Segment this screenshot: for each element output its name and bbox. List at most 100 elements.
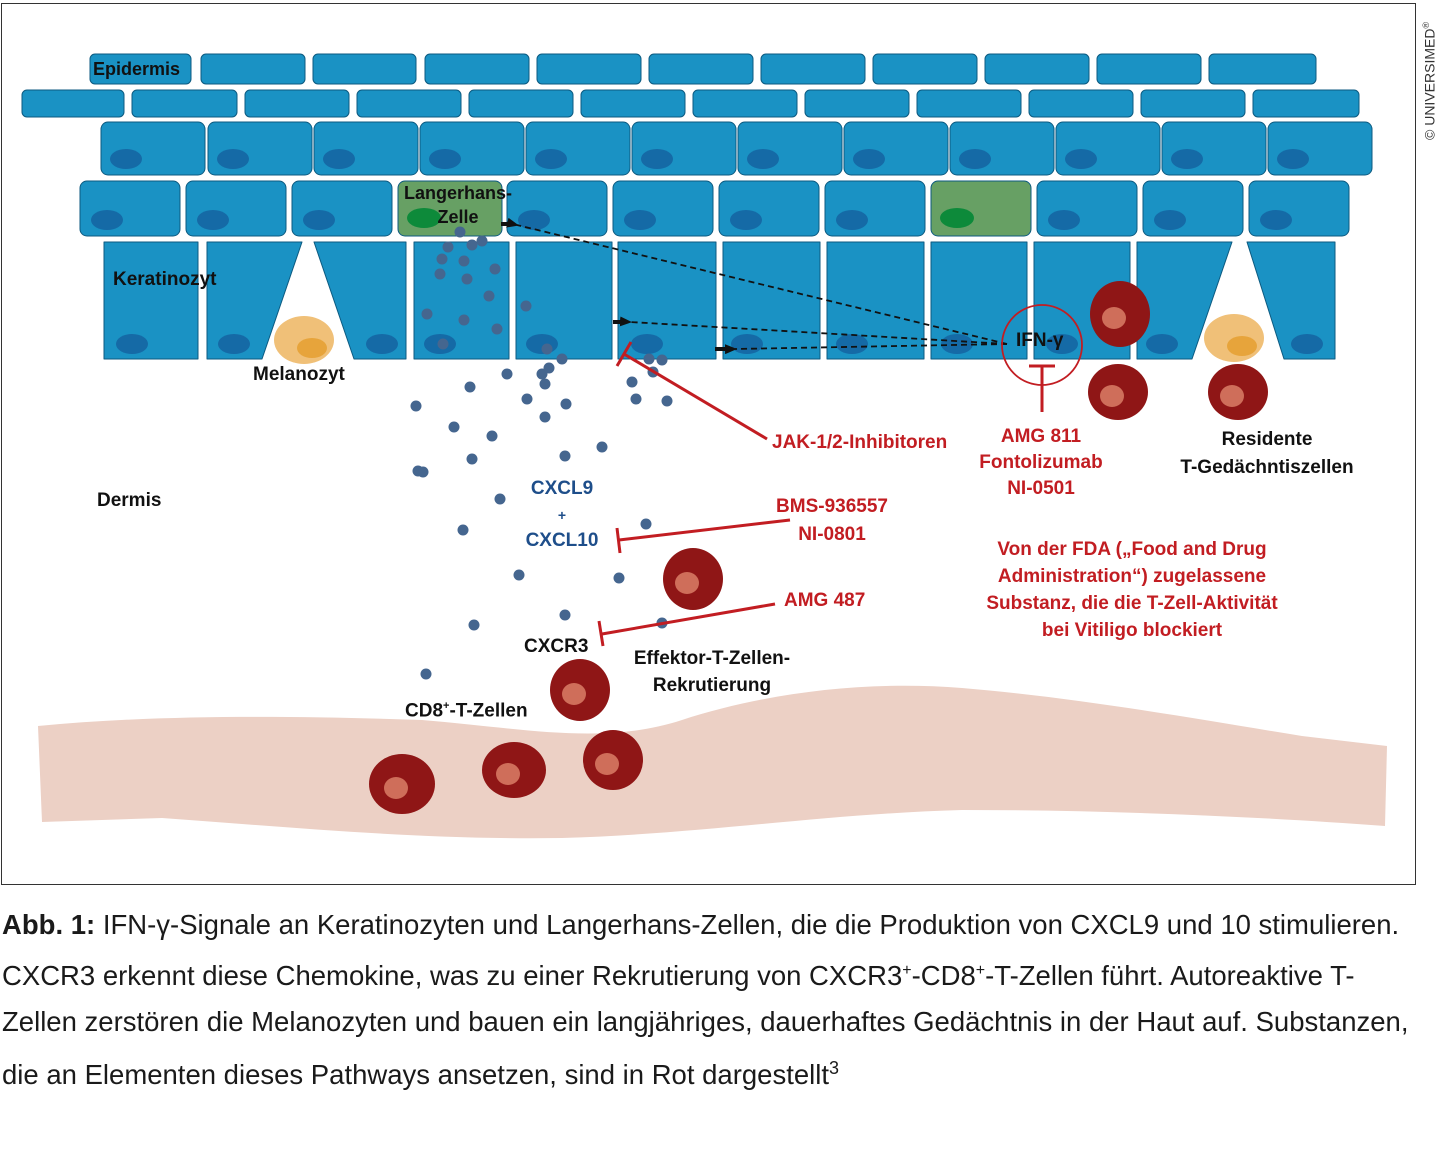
epidermis-cell bbox=[200, 53, 306, 85]
cxcr3-inhibitor-bar bbox=[597, 620, 605, 647]
chemokine-dot bbox=[596, 441, 608, 453]
nucleus bbox=[518, 210, 550, 230]
chemokine-dot bbox=[466, 453, 478, 465]
jak-inhibitor-label: JAK-1/2-Inhibitoren bbox=[772, 432, 948, 453]
nucleus bbox=[1154, 210, 1186, 230]
caption-sup3: 3 bbox=[829, 1058, 840, 1079]
blood-vessel bbox=[38, 685, 1387, 839]
chemokine-dot bbox=[458, 255, 470, 267]
fda-note: Von der FDA („Food and Drug Administrati… bbox=[952, 536, 1312, 644]
nucleus bbox=[853, 149, 885, 169]
ifn-signal-arrow bbox=[506, 217, 1008, 345]
langerhans-label: Langerhans- Zelle bbox=[404, 181, 512, 229]
langerhans-label-line1: Langerhans- bbox=[404, 183, 513, 203]
chemokine-dot bbox=[421, 308, 433, 320]
nucleus bbox=[323, 149, 355, 169]
fontolizumab-label: Fontolizumab bbox=[979, 452, 1103, 473]
t-cell-nucleus bbox=[1102, 307, 1126, 329]
epidermis-cell bbox=[1208, 53, 1317, 85]
nucleus bbox=[959, 149, 991, 169]
melanocyte-nucleus bbox=[1227, 336, 1257, 356]
chemokine-dot bbox=[442, 241, 454, 253]
caption-sup1: + bbox=[902, 962, 912, 979]
cxcr3-label: CXCR3 bbox=[524, 636, 589, 657]
nucleus bbox=[110, 149, 142, 169]
chemokine-dot bbox=[448, 421, 460, 433]
epidermis-label: Epidermis bbox=[93, 59, 181, 79]
keratinocyte-cell bbox=[1036, 180, 1138, 237]
langerhans-nucleus bbox=[940, 208, 974, 228]
cd8-label-pre: CD8 bbox=[405, 700, 444, 722]
t-cell-nucleus bbox=[595, 753, 619, 775]
cxcl-inhibitor-bar bbox=[615, 527, 622, 554]
langerhans-nucleus bbox=[407, 208, 441, 228]
chemokine-dot bbox=[539, 411, 551, 423]
cxcl9-label: CXCL9 bbox=[530, 478, 594, 499]
nucleus bbox=[730, 210, 762, 230]
nucleus bbox=[641, 149, 673, 169]
t-cell-nucleus bbox=[384, 777, 408, 799]
cxcl-inhibitor-line bbox=[618, 518, 791, 542]
epidermis-cell bbox=[1096, 53, 1202, 85]
nucleus bbox=[624, 210, 656, 230]
nucleus bbox=[1146, 334, 1178, 354]
epidermis-cell bbox=[312, 53, 417, 85]
t-cell-nucleus bbox=[675, 572, 699, 594]
nucleus bbox=[218, 334, 250, 354]
copyright-reg: ® bbox=[1421, 21, 1431, 29]
cd8-label-post: -T-Zellen bbox=[449, 700, 528, 722]
chemokine-dot bbox=[656, 354, 668, 366]
caption-part2: -CD8 bbox=[911, 960, 976, 992]
epidermis-cell bbox=[760, 53, 866, 85]
nucleus bbox=[535, 149, 567, 169]
epidermis-cell bbox=[356, 89, 462, 118]
nucleus bbox=[1048, 210, 1080, 230]
ifn-signal-arrow bbox=[724, 343, 1008, 355]
resident-label-line1: Residente bbox=[1221, 429, 1313, 450]
chemokine-dot bbox=[454, 226, 466, 238]
melanocyte-nucleus bbox=[297, 338, 327, 358]
chemokine-dot bbox=[420, 668, 432, 680]
keratinocyte-cell bbox=[291, 180, 393, 237]
effektor-label: Effektor-T-Zellen- Rekrutierung bbox=[622, 645, 802, 699]
bms-label: BMS-936557 bbox=[776, 496, 888, 517]
jak-inhibitor-line bbox=[623, 352, 768, 441]
ni0501-label: NI-0501 bbox=[1007, 478, 1075, 499]
fda-note-line4: bei Vitiligo blockiert bbox=[1041, 620, 1223, 641]
cxcr3-inhibitor-line bbox=[601, 602, 776, 636]
ifn-inhibitor-labels: AMG 811 Fontolizumab NI-0501 bbox=[966, 424, 1116, 502]
chemokine-dot bbox=[520, 300, 532, 312]
epidermis-cell bbox=[916, 89, 1022, 118]
plus-label: + bbox=[557, 507, 567, 523]
chemokine-dot bbox=[476, 235, 488, 247]
nucleus bbox=[197, 210, 229, 230]
epidermis-cell bbox=[648, 53, 754, 85]
chemokine-dot bbox=[494, 493, 506, 505]
caption-part3: -T-Zellen führt. Autoreaktive T-Zellen z… bbox=[2, 960, 1409, 1091]
epidermis-cell bbox=[692, 89, 798, 118]
pathway-figure: Epidermis Langerhans- Zelle Keratinozyt … bbox=[1, 3, 1416, 885]
epidermis-cell bbox=[1028, 89, 1134, 118]
chemokine-dot bbox=[501, 368, 513, 380]
nucleus bbox=[429, 149, 461, 169]
fda-note-line3: Substanz, die die T-Zell-Aktivität bbox=[986, 593, 1278, 614]
effektor-label-line2: Rekrutierung bbox=[652, 675, 772, 696]
chemokine-dot bbox=[513, 569, 525, 581]
chemokine-dot bbox=[556, 353, 568, 365]
basal-keratinocyte bbox=[515, 241, 613, 360]
basal-keratinocyte bbox=[206, 241, 303, 360]
keratinocyte-cell bbox=[612, 180, 714, 237]
chemokine-dot bbox=[466, 239, 478, 251]
chemokine-dot bbox=[489, 263, 501, 275]
cxcl-inhibitor-labels: BMS-936557 NI-0801 bbox=[762, 493, 902, 549]
chemokine-dot bbox=[626, 376, 638, 388]
nucleus bbox=[747, 149, 779, 169]
epidermis-cell bbox=[89, 53, 192, 85]
jak-inhibitor-bar bbox=[615, 341, 633, 367]
basal-keratinocyte bbox=[722, 241, 821, 360]
amg487-label: AMG 487 bbox=[784, 590, 866, 611]
chemokine-dot bbox=[541, 343, 553, 355]
chemokine-dot bbox=[630, 393, 642, 405]
epidermis-cell bbox=[21, 89, 125, 118]
melanozyt-label: Melanozyt bbox=[253, 364, 345, 385]
